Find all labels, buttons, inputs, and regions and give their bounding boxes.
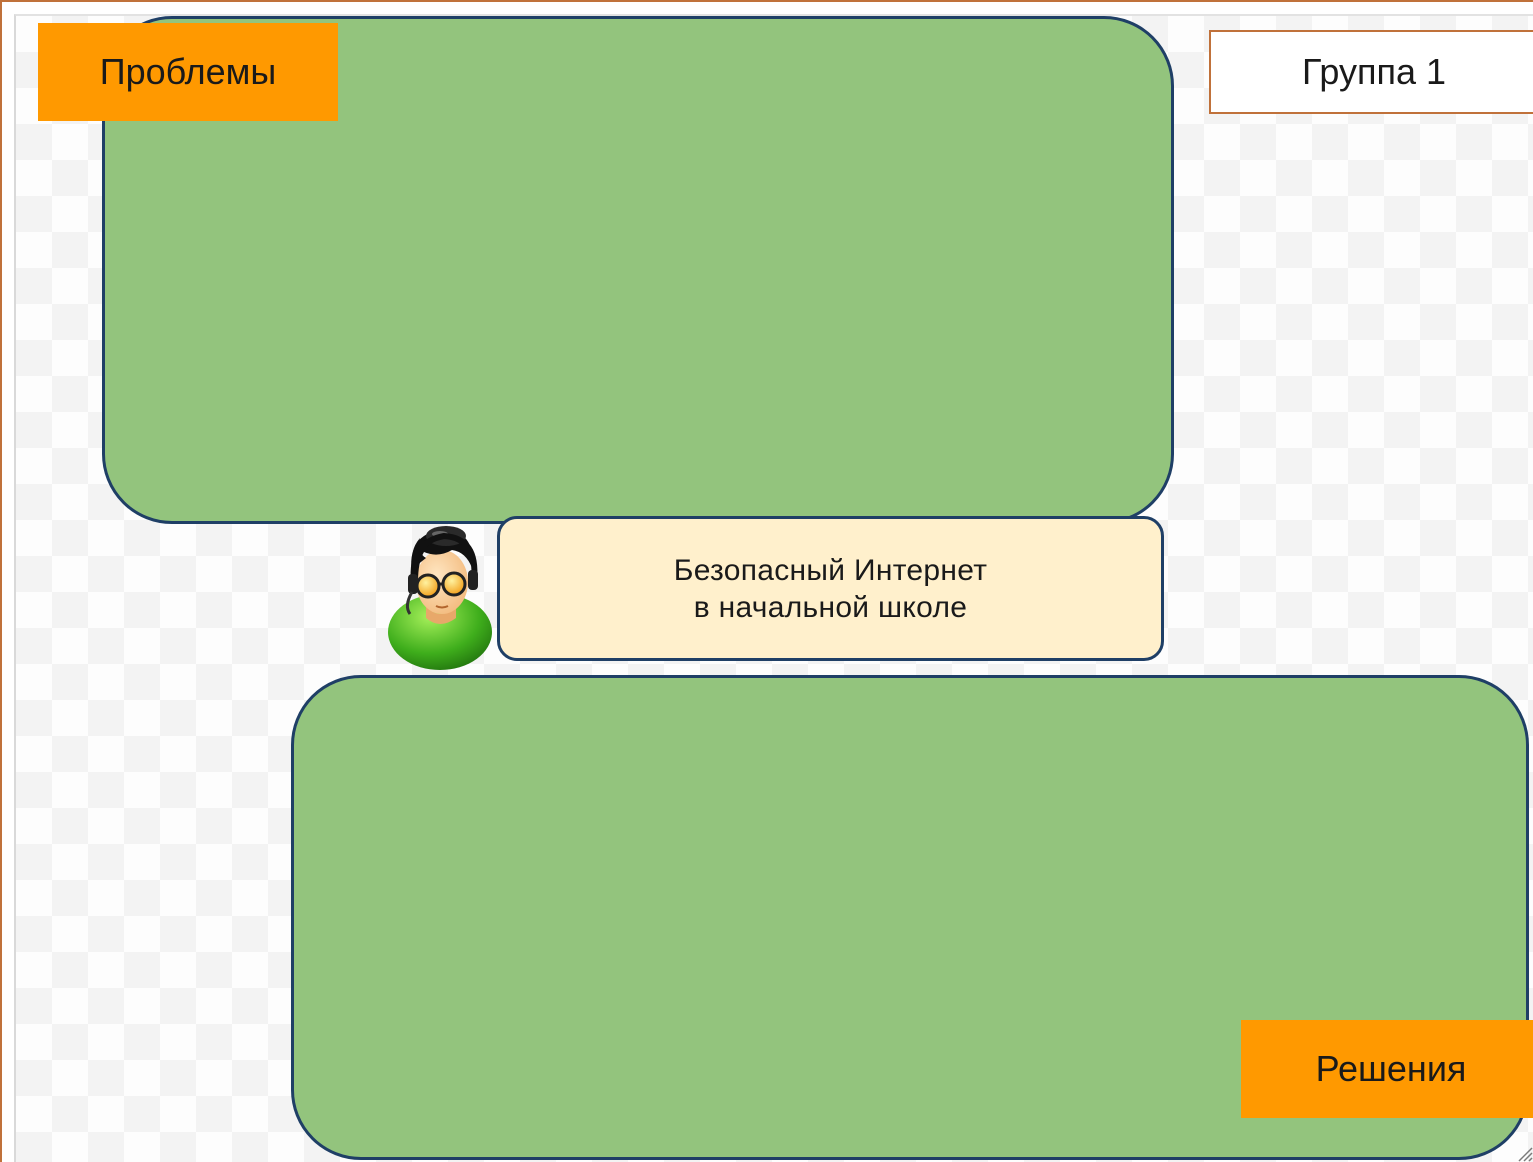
group-label: Группа 1: [1209, 30, 1533, 114]
problems-label-text: Проблемы: [99, 51, 277, 92]
resize-grip-icon[interactable]: [1515, 1144, 1533, 1162]
group-label-text: Группа 1: [1301, 51, 1447, 92]
topic-box: Безопасный Интернет в начальной школе: [497, 516, 1164, 661]
solutions-label: Решения: [1241, 1020, 1533, 1118]
user-avatar-icon: [388, 526, 492, 670]
problems-label: Проблемы: [38, 23, 338, 121]
canvas-border: [14, 14, 1533, 1162]
topic-line-1: Безопасный Интернет: [673, 553, 988, 587]
solutions-label-text: Решения: [1315, 1048, 1467, 1089]
topic-line-2: в начальной школе: [693, 590, 968, 624]
